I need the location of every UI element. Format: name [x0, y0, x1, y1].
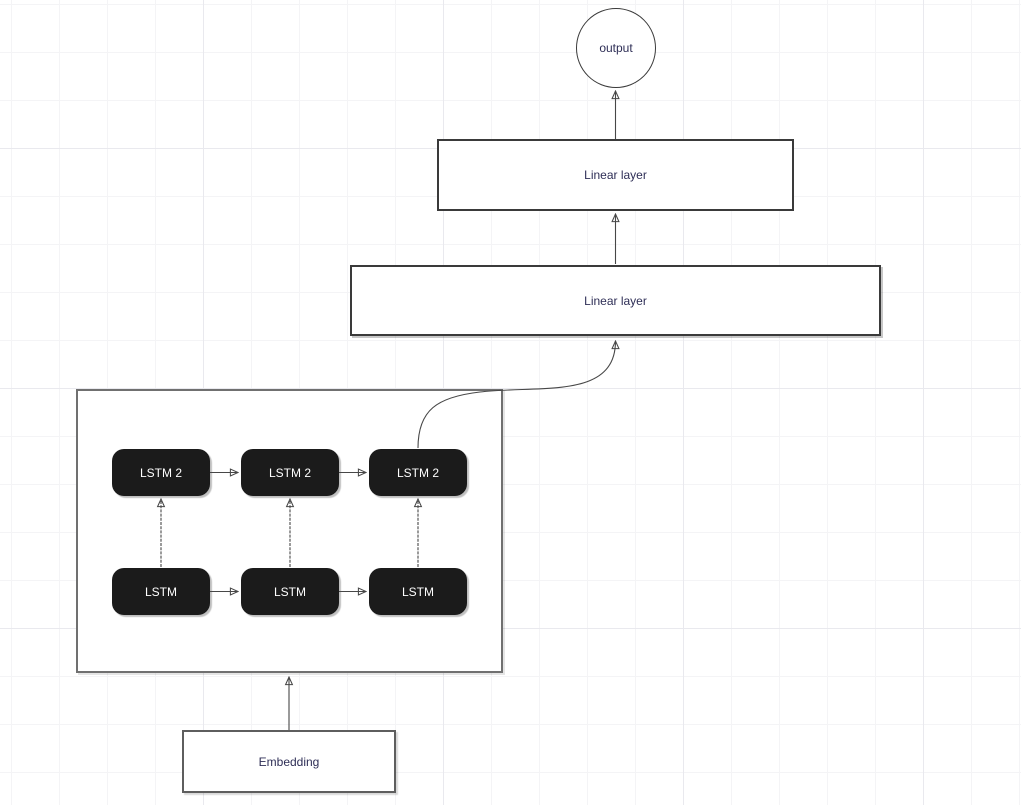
output-node[interactable]: output [576, 8, 656, 88]
linear-layer-top-label: Linear layer [584, 168, 647, 182]
lstm2-label-1: LSTM 2 [139, 465, 182, 480]
lstm-node-2[interactable]: LSTM [241, 568, 339, 615]
lstm-label-1: LSTM [144, 584, 177, 599]
embedding-node[interactable]: Embedding [182, 730, 396, 793]
lstm2-label-2: LSTM 2 [268, 465, 311, 480]
lstm-node-3[interactable]: LSTM [369, 568, 467, 615]
lstm-node-1[interactable]: LSTM [112, 568, 210, 615]
linear-layer-mid-label: Linear layer [584, 293, 647, 308]
linear-layer-top-node[interactable]: Linear layer [437, 139, 794, 211]
lstm2-node-2[interactable]: LSTM 2 [241, 449, 339, 496]
output-label: output [599, 41, 633, 55]
lstm-label-3: LSTM [401, 584, 434, 599]
lstm2-node-1[interactable]: LSTM 2 [112, 449, 210, 496]
lstm2-node-3[interactable]: LSTM 2 [369, 449, 467, 496]
lstm-group-box[interactable] [76, 389, 503, 673]
lstm2-label-3: LSTM 2 [396, 465, 439, 480]
embedding-label: Embedding [258, 754, 320, 769]
lstm-label-2: LSTM [273, 584, 306, 599]
linear-layer-mid-node[interactable]: Linear layer [350, 265, 881, 336]
